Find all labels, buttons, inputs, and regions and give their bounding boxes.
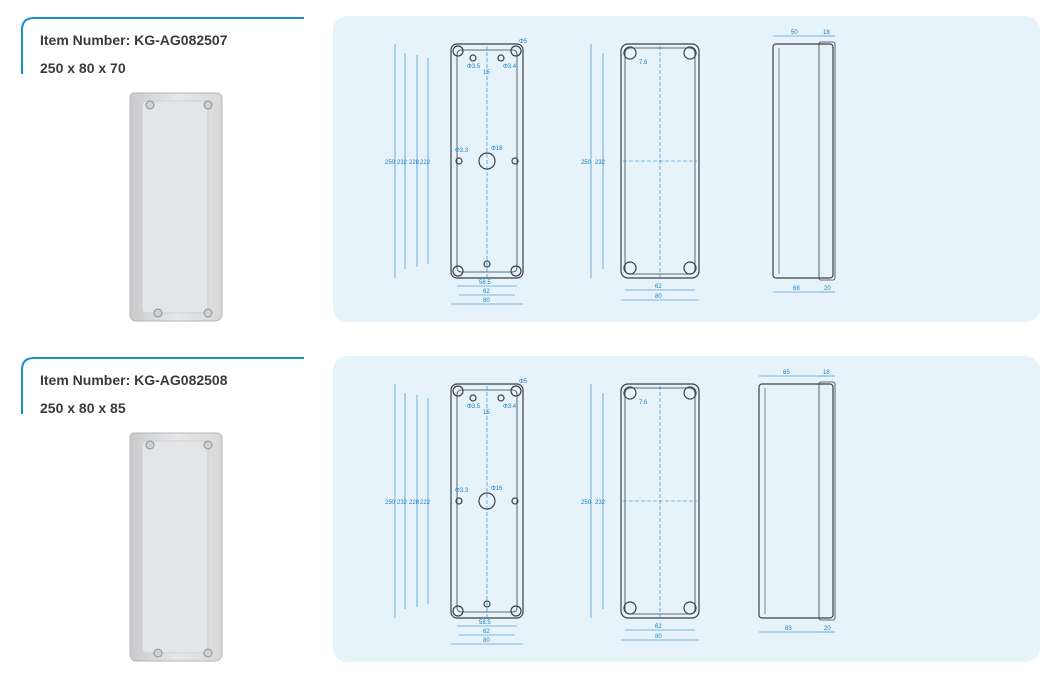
technical-drawing: Φ5 Φ3.5 Φ3.4 15 Φ3.3 Φ16 250 232 228 222… bbox=[385, 30, 836, 305]
dim-label: 250 bbox=[385, 500, 396, 506]
dim-label: 232 bbox=[397, 500, 408, 506]
dim-label: 222 bbox=[420, 160, 431, 166]
item-number: Item Number: KG-AG082508 bbox=[40, 372, 228, 388]
dim-label: 20 bbox=[824, 626, 831, 632]
dim-label: Φ5 bbox=[519, 379, 528, 385]
dim-label: 62 bbox=[483, 629, 490, 635]
dim-label: Φ5 bbox=[519, 39, 528, 45]
dim-label: 62 bbox=[655, 284, 662, 290]
product-image bbox=[129, 92, 223, 322]
dim-label: Φ3.4 bbox=[503, 64, 517, 70]
product-section-1: Item Number: KG-AG082507 250 x 80 x 70 bbox=[20, 16, 1040, 322]
dim-label: 62 bbox=[483, 289, 490, 295]
dim-label: 58.5 bbox=[479, 280, 491, 286]
dim-label: 83 bbox=[785, 626, 792, 632]
dim-label: 15 bbox=[483, 410, 490, 416]
dim-label: 15 bbox=[483, 70, 490, 76]
dim-label: Φ3.4 bbox=[503, 404, 517, 410]
dim-label: 18 bbox=[823, 370, 830, 376]
technical-drawing: Φ5 Φ3.5 Φ3.4 15 Φ3.3 Φ16 250 232 228 222… bbox=[385, 370, 836, 645]
dim-label: 232 bbox=[595, 500, 606, 506]
dim-label: 250 bbox=[385, 160, 396, 166]
dim-label: 62 bbox=[655, 624, 662, 630]
dim-label: 228 bbox=[409, 500, 420, 506]
dim-label: Φ3.5 bbox=[467, 404, 481, 410]
item-size: 250 x 80 x 70 bbox=[40, 60, 126, 76]
dim-label: 80 bbox=[483, 298, 490, 304]
technical-drawing-panel: Φ5 Φ3.5 Φ3.4 15 Φ3.3 Φ16 250 232 228 222… bbox=[333, 356, 1040, 662]
dim-label: 65 bbox=[783, 370, 790, 376]
dim-label: 80 bbox=[655, 634, 662, 640]
dim-label: Φ16 bbox=[491, 486, 503, 492]
product-image bbox=[129, 432, 223, 662]
dim-label: Φ16 bbox=[491, 146, 503, 152]
technical-drawing-panel: Φ5 Φ3.5 Φ3.4 15 Φ3.3 Φ16 250 232 228 222… bbox=[333, 16, 1040, 322]
item-number: Item Number: KG-AG082507 bbox=[40, 32, 228, 48]
dim-label: 228 bbox=[409, 160, 420, 166]
dim-label: 250 bbox=[581, 500, 592, 506]
product-section-2: Item Number: KG-AG082508 250 x 80 x 85 bbox=[0, 340, 1064, 680]
dim-label: 232 bbox=[595, 160, 606, 166]
dim-label: 250 bbox=[581, 160, 592, 166]
dim-label: Φ3.3 bbox=[455, 488, 469, 494]
dim-label: 7.6 bbox=[639, 400, 648, 406]
dim-label: 20 bbox=[824, 286, 831, 292]
label-frame-lines bbox=[21, 17, 304, 74]
label-frame bbox=[20, 16, 305, 76]
label-frame-lines bbox=[21, 357, 304, 414]
dim-label: 50 bbox=[791, 30, 798, 36]
label-frame bbox=[20, 356, 305, 416]
dim-label: 18 bbox=[823, 30, 830, 36]
dim-label: Φ3.5 bbox=[467, 64, 481, 70]
dim-label: 232 bbox=[397, 160, 408, 166]
item-size: 250 x 80 x 85 bbox=[40, 400, 126, 416]
dim-label: 80 bbox=[655, 294, 662, 300]
dim-label: 80 bbox=[483, 638, 490, 644]
dim-label: 222 bbox=[420, 500, 431, 506]
dim-label: 7.6 bbox=[639, 60, 648, 66]
dim-label: 58.5 bbox=[479, 620, 491, 626]
dim-label: Φ3.3 bbox=[455, 148, 469, 154]
dim-label: 68 bbox=[793, 286, 800, 292]
